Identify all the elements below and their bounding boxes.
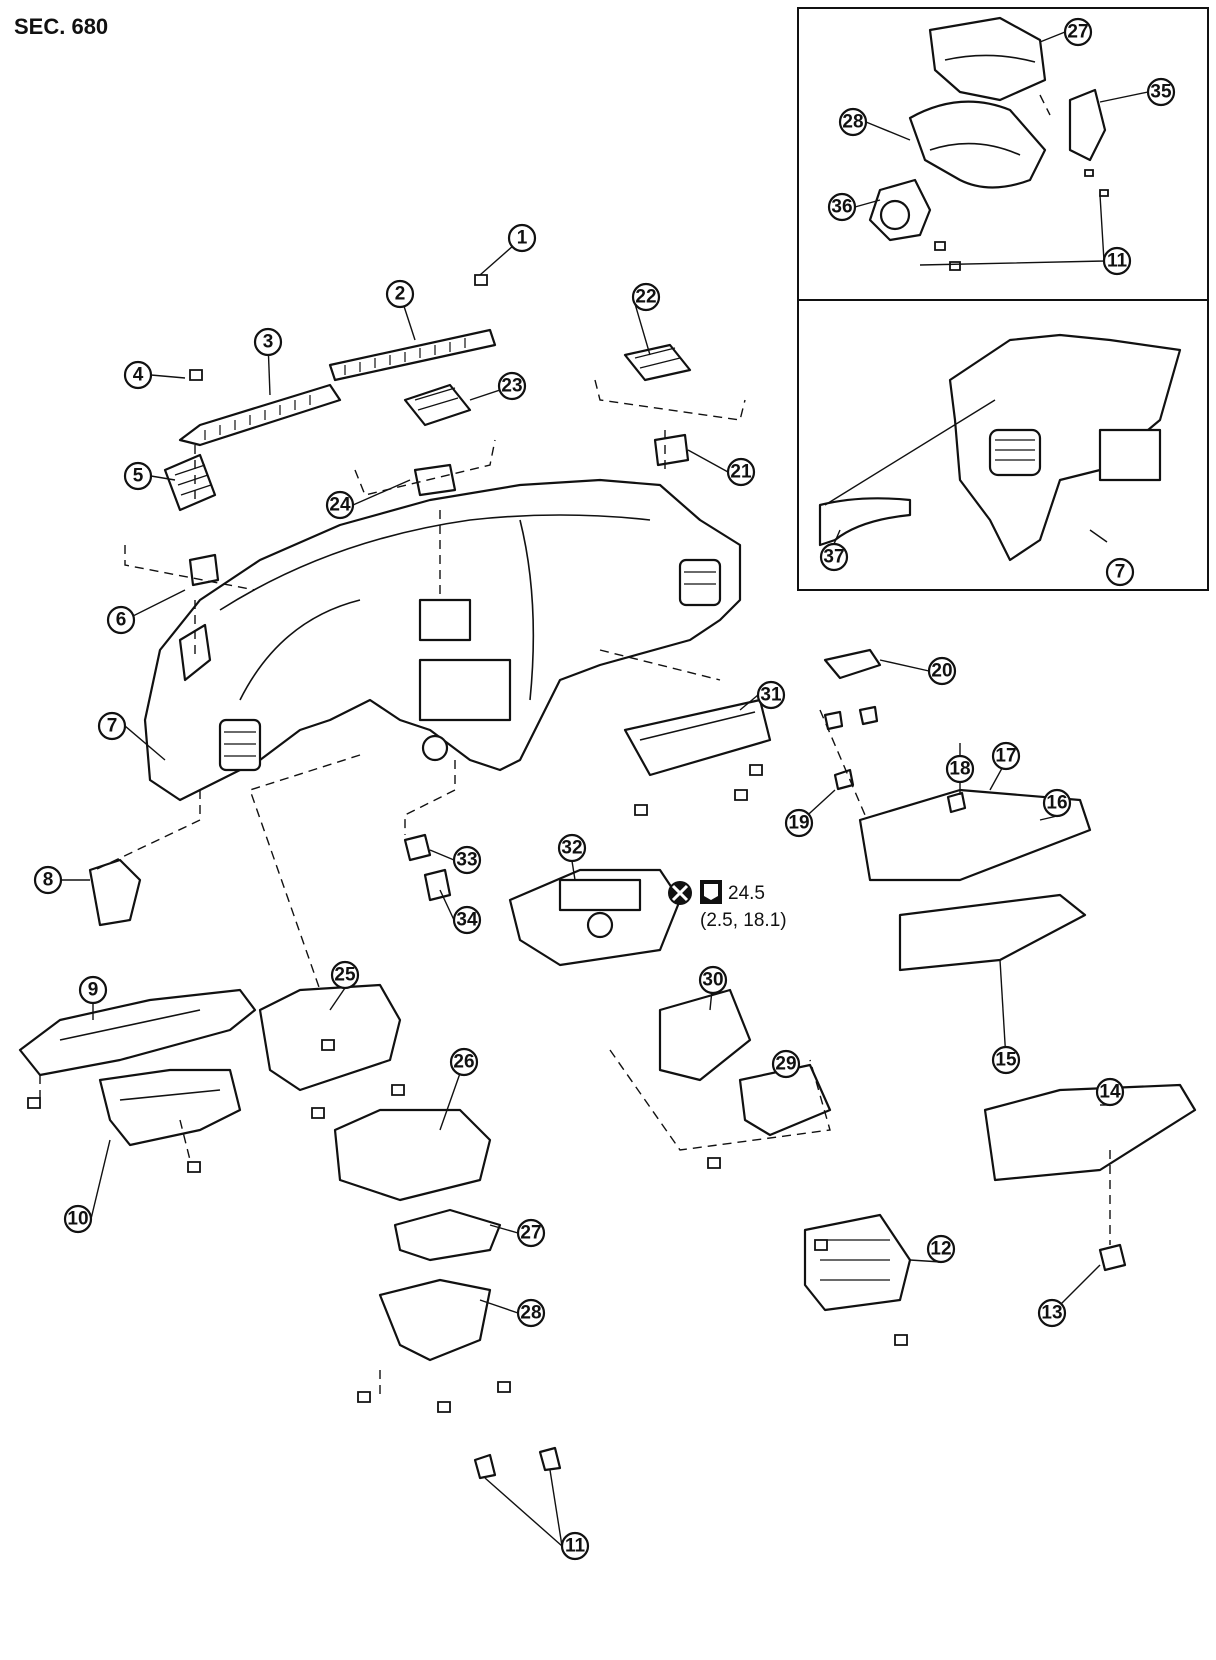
callout-37: 37 [819,542,849,572]
callout-2: 2 [385,279,415,309]
svg-text:13: 13 [1041,1303,1062,1324]
svg-text:10: 10 [67,1209,88,1230]
callout-11-inset: 11 [1102,246,1132,276]
callout-24: 24 [325,490,355,520]
svg-text:12: 12 [930,1239,951,1260]
inset-steering-column-covers [868,16,1109,271]
callout-10: 10 [63,1204,93,1234]
callout-28: 28 [516,1298,546,1328]
center-right-components [403,648,1197,1346]
callout-36: 36 [827,192,857,222]
callout-25: 25 [330,960,360,990]
callout-28-inset: 28 [838,107,868,137]
svg-text:34: 34 [456,910,478,931]
callout-31: 31 [756,680,786,710]
svg-text:27: 27 [520,1223,541,1244]
svg-text:2: 2 [395,284,406,305]
callout-34: 34 [452,905,482,935]
svg-text:28: 28 [520,1303,541,1324]
callout-27: 27 [516,1218,546,1248]
svg-text:4: 4 [133,365,144,386]
svg-text:9: 9 [88,980,99,1001]
svg-text:16: 16 [1046,793,1067,814]
svg-text:18: 18 [949,759,970,780]
torque-spec: 24.5 (2.5, 18.1) [668,880,787,931]
lower-left-components [18,858,562,1480]
callout-18: 18 [945,754,975,784]
svg-text:3: 3 [263,332,274,353]
svg-text:14: 14 [1099,1082,1121,1103]
inset-panels [797,7,1209,591]
callout-22: 22 [631,282,661,312]
callout-11: 11 [560,1531,590,1561]
svg-text:21: 21 [730,462,752,483]
svg-text:27: 27 [1067,22,1088,43]
callout-7-inset: 7 [1105,557,1135,587]
callout-4: 4 [123,360,153,390]
svg-text:17: 17 [995,746,1016,767]
inset-dash-side-vent [818,333,1182,562]
callout-16: 16 [1042,788,1072,818]
svg-text:6: 6 [116,610,127,631]
callout-20: 20 [927,656,957,686]
callout-9: 9 [78,975,108,1005]
callout-3: 3 [253,327,283,357]
svg-text:37: 37 [823,547,844,568]
callout-12: 12 [926,1234,956,1264]
callouts: 1 2 3 4 5 6 7 7 8 9 10 11 11 12 13 14 15… [33,17,1176,1561]
defroster-grilles [163,274,692,587]
svg-text:15: 15 [995,1050,1017,1071]
section-label: SEC. 680 [14,14,108,39]
callout-35: 35 [1146,77,1176,107]
callout-26: 26 [449,1047,479,1077]
callout-leaders [48,31,1149,1547]
callout-21: 21 [726,457,756,487]
callout-14: 14 [1095,1077,1125,1107]
svg-text:7: 7 [1115,562,1126,583]
callout-15: 15 [991,1045,1021,1075]
svg-text:29: 29 [775,1054,796,1075]
callout-19: 19 [784,808,814,838]
callout-13: 13 [1037,1298,1067,1328]
svg-text:31: 31 [760,685,782,706]
svg-text:32: 32 [561,838,582,859]
svg-text:30: 30 [702,970,723,991]
callout-27-inset: 27 [1063,17,1093,47]
torque-value: 24.5 [728,883,765,904]
svg-text:1: 1 [517,228,528,249]
torque-conversion: (2.5, 18.1) [700,910,787,931]
callout-7: 7 [97,711,127,741]
callout-5: 5 [123,461,153,491]
svg-text:23: 23 [501,376,522,397]
callout-1: 1 [507,223,537,253]
svg-text:5: 5 [133,466,144,487]
svg-text:28: 28 [842,112,863,133]
svg-text:24: 24 [329,495,351,516]
svg-text:8: 8 [43,870,54,891]
svg-text:22: 22 [635,287,656,308]
callout-33: 33 [452,845,482,875]
svg-text:35: 35 [1150,82,1172,103]
callout-8: 8 [33,865,63,895]
svg-text:11: 11 [1107,251,1128,272]
callout-23: 23 [497,371,527,401]
callout-17: 17 [991,741,1021,771]
svg-text:11: 11 [565,1536,586,1557]
callout-29: 29 [771,1049,801,1079]
callout-6: 6 [106,605,136,635]
guide-lines [39,379,1111,1395]
svg-text:7: 7 [107,716,118,737]
svg-text:33: 33 [456,850,477,871]
callout-32: 32 [557,833,587,863]
svg-text:26: 26 [453,1052,474,1073]
svg-text:20: 20 [931,661,952,682]
svg-text:25: 25 [334,965,356,986]
callout-30: 30 [698,965,728,995]
svg-text:36: 36 [831,197,852,218]
svg-text:19: 19 [788,813,809,834]
